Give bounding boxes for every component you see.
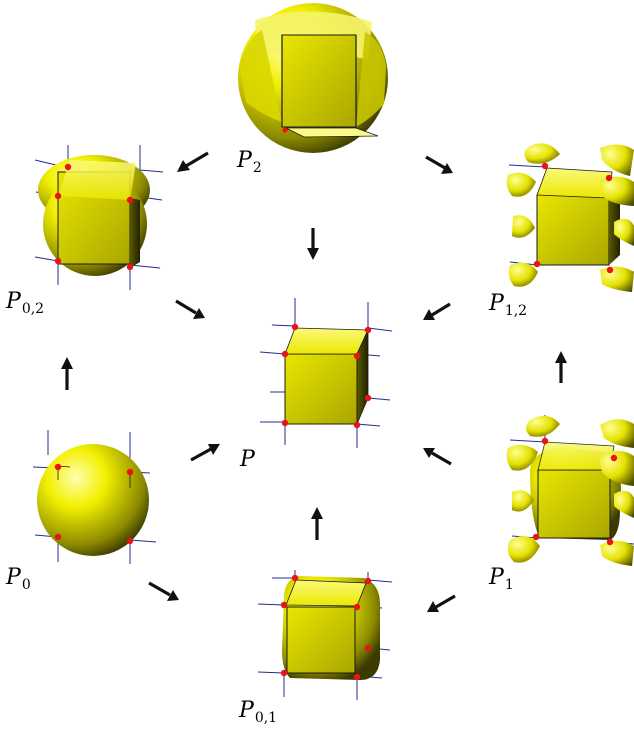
- label-p0: P0: [6, 565, 31, 593]
- arrow-p1-to-p12: [555, 351, 567, 383]
- label-p2: P2: [237, 148, 262, 176]
- arrow-p2-to-p02: [177, 151, 209, 172]
- arrow-p01-to-p: [311, 507, 323, 540]
- arrow-p1-to-p: [423, 448, 452, 466]
- label-p02-main: P: [6, 289, 21, 314]
- arrow-p12-to-p: [423, 302, 451, 320]
- label-p01-sub: 0,1: [254, 710, 278, 726]
- label-p01-main: P: [239, 698, 254, 723]
- label-p02: P0,2: [6, 289, 45, 317]
- label-p0-main: P: [6, 565, 21, 590]
- arrow-p2-to-p: [307, 228, 319, 260]
- label-p-main: P: [240, 447, 255, 472]
- label-p2-main: P: [237, 148, 252, 173]
- arrow-p1-to-p01: [427, 594, 456, 612]
- shape-p0: [32, 430, 157, 564]
- arrow-p2-to-p12: [425, 155, 453, 174]
- shape-p1: [506, 415, 634, 566]
- label-p1-sub: 1: [504, 577, 514, 593]
- shape-p02: [34, 145, 164, 290]
- label-p12: P1,2: [489, 291, 528, 319]
- arrow-p0-to-p: [190, 444, 220, 462]
- label-p12-main: P: [489, 291, 504, 316]
- label-p12-sub: 1,2: [504, 303, 528, 319]
- shape-p01: [257, 570, 393, 700]
- label-p: P: [240, 449, 255, 471]
- arrow-p0-to-p01: [148, 581, 179, 601]
- label-p1: P1: [489, 565, 514, 593]
- label-p02-sub: 0,2: [21, 301, 45, 317]
- label-p1-main: P: [489, 565, 504, 590]
- arrow-p0-to-p02: [61, 357, 73, 390]
- label-p0-sub: 0: [21, 577, 31, 593]
- arrows: [61, 151, 567, 612]
- shape-p: [259, 298, 393, 448]
- arrow-p02-to-p: [175, 299, 205, 319]
- label-p2-sub: 2: [252, 160, 262, 176]
- label-p01: P0,1: [239, 698, 278, 726]
- shape-p12: [506, 143, 634, 292]
- shape-p2: [238, 3, 388, 153]
- vertex-dot: [282, 127, 288, 133]
